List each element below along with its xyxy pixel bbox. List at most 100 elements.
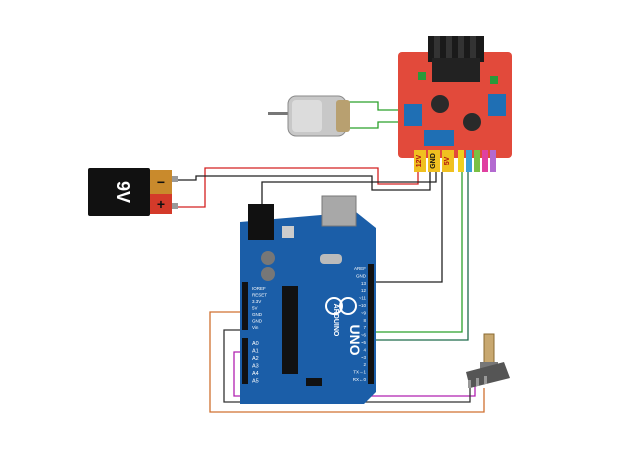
analog-pin-label: A1 [252, 349, 259, 355]
digital-pin-label: ~5 [361, 340, 367, 345]
driver-control-header [458, 150, 496, 172]
analog-pin-label: A4 [252, 371, 259, 377]
heatsink-fin [458, 36, 464, 62]
wire-purple-a0 [233, 351, 476, 397]
driver-led-2 [490, 76, 498, 84]
wire-black-5v [366, 172, 443, 283]
driver-chip [432, 58, 480, 82]
icsp-header [306, 378, 322, 386]
arduino-capacitor-2 [261, 267, 275, 281]
digital-pin-label: ~11 [359, 296, 367, 301]
wire-red-12v [176, 167, 419, 208]
driver-header-pin [482, 150, 488, 172]
battery-9v: 9V − + [88, 168, 178, 216]
pot-shaft [483, 333, 495, 365]
digital-header [368, 264, 374, 384]
digital-pin-label: 7 [363, 325, 366, 330]
pin-label-gnd: GND [430, 153, 437, 169]
power-pin-label: GND [252, 312, 263, 317]
heatsink-fin [434, 36, 440, 62]
potentiometer [466, 333, 510, 388]
pin-label-5v: 5V [444, 156, 451, 165]
wire-black-gnd [261, 172, 437, 205]
usb-connector [321, 195, 357, 227]
analog-pin-label: A2 [252, 356, 259, 362]
analog-header [242, 338, 248, 384]
arduino-logo-right [339, 297, 357, 315]
driver-terminal-out-b [488, 94, 506, 116]
driver-led [418, 72, 426, 80]
digital-pin-label: 2 [363, 362, 366, 367]
motor-shaft [268, 112, 290, 115]
pin-5v-bg [442, 150, 454, 172]
reset-button [282, 226, 294, 238]
pin-label-12v: 12V [416, 154, 423, 167]
wire-orange-5v [209, 311, 485, 413]
power-pin-label: Vin [252, 325, 259, 330]
battery-plus-cap [150, 194, 172, 214]
digital-pin-label: 4 [363, 347, 366, 352]
driver-power-labels: 12V GND 5V [414, 150, 454, 172]
heatsink-fin [470, 36, 476, 62]
driver-capacitor-1 [431, 95, 449, 113]
power-pin-label: IOREF [252, 286, 266, 291]
battery-body [88, 168, 150, 216]
motor-can-highlight [292, 100, 322, 132]
digital-pin-label: ~3 [361, 355, 367, 360]
heatsink-fin [446, 36, 452, 62]
battery-terminal-plus [172, 203, 178, 209]
crystal [320, 254, 342, 264]
wires [176, 101, 485, 413]
wire-dark-gnd [223, 329, 471, 403]
dc-motor [268, 95, 350, 137]
digital-pin-label: 13 [361, 281, 367, 286]
driver-capacitor-2 [463, 113, 481, 131]
digital-pin-label: 8 [363, 318, 366, 323]
driver-header-pin [490, 150, 496, 172]
driver-terminal-power [424, 130, 454, 146]
digital-pin-label: GND [356, 273, 367, 278]
power-jack [248, 204, 274, 240]
digital-pin-label: ~10 [358, 303, 366, 308]
wire-green-1 [366, 172, 463, 333]
pin-12v-bg [414, 150, 426, 172]
wire-black-battery [176, 172, 431, 191]
driver-header-pin [466, 150, 472, 172]
power-header [242, 282, 248, 330]
battery-terminal-minus [172, 176, 178, 182]
wire-motor-2 [348, 121, 408, 129]
arduino-capacitor-1 [261, 251, 275, 265]
motor-driver-board: 12V GND 5V [398, 36, 512, 172]
power-pin-label: GND [252, 319, 263, 324]
driver-header-pin [474, 150, 480, 172]
digital-pin-label: AREF [354, 266, 366, 271]
analog-pin-label: A3 [252, 364, 259, 370]
pot-pin-1 [468, 380, 471, 388]
pot-pin-3 [484, 376, 487, 384]
power-pin-label: RESET [252, 293, 267, 298]
arduino-logo-left [325, 297, 343, 315]
atmega-chip [282, 286, 298, 374]
wire-green-2 [366, 172, 469, 341]
wire-motor-1 [348, 101, 408, 111]
digital-pin-label: RX←0 [353, 377, 367, 382]
power-pin-label: 3.3V [252, 299, 261, 304]
digital-pin-label: TX→1 [353, 370, 366, 375]
arduino-logo-text: ARDUINO [332, 304, 339, 337]
digital-pin-label: ~6 [361, 333, 367, 338]
battery-voltage-label: 9V [113, 181, 133, 203]
pot-pin-2 [476, 378, 479, 386]
driver-header-pin [458, 150, 464, 172]
motor-endcap [336, 100, 350, 132]
battery-plus-symbol: + [157, 196, 165, 212]
driver-terminal-out-a [404, 104, 422, 126]
pin-gnd-bg [428, 150, 440, 172]
battery-minus-symbol: − [157, 174, 165, 190]
analog-pin-label: A0 [252, 341, 259, 347]
digital-pin-label: 12 [361, 288, 367, 293]
